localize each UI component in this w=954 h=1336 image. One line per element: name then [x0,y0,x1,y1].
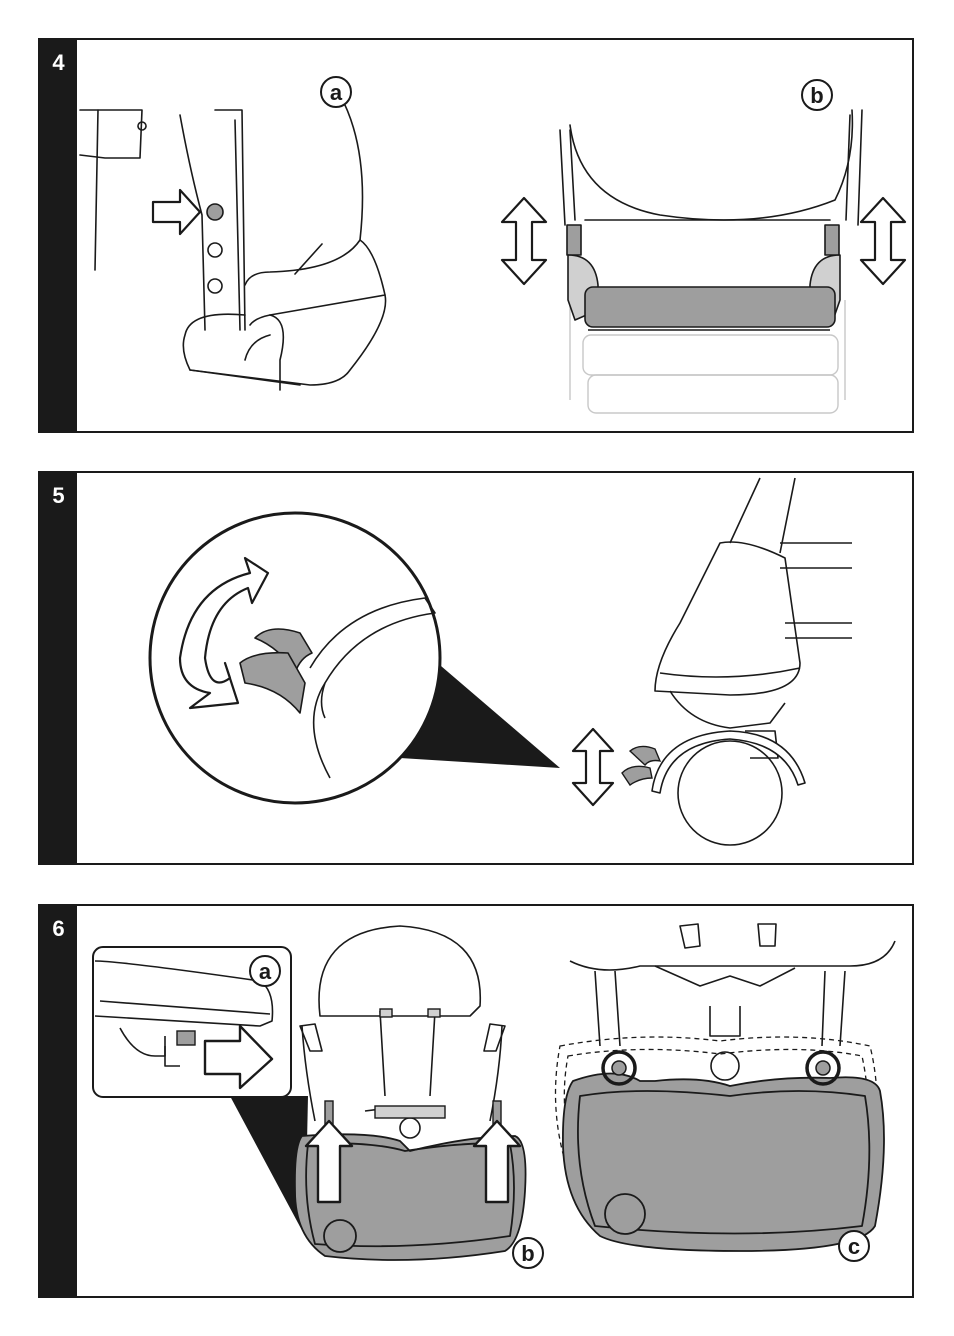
step-6-label-b: b [521,1241,534,1266]
step-6-illustration: a [40,906,912,1296]
step-5-illustration [40,473,912,863]
step-4-illustration: a [40,40,912,431]
step-6-label-a-icon: a [250,956,280,986]
step-4-label-b-icon: b [802,80,832,110]
step-4-panel: 4 a [38,38,914,433]
step-5-panel: 5 [38,471,914,865]
step-4-label-a-icon: a [321,77,351,107]
step-6-label-a: a [259,959,272,984]
step-6-label-c-icon: c [839,1231,869,1261]
step-6-label-b-icon: b [513,1238,543,1268]
step-6-panel: 6 a [38,904,914,1298]
step-4-label-b: b [810,83,823,108]
step-6-label-c: c [848,1234,860,1259]
step-4-label-a: a [330,80,343,105]
